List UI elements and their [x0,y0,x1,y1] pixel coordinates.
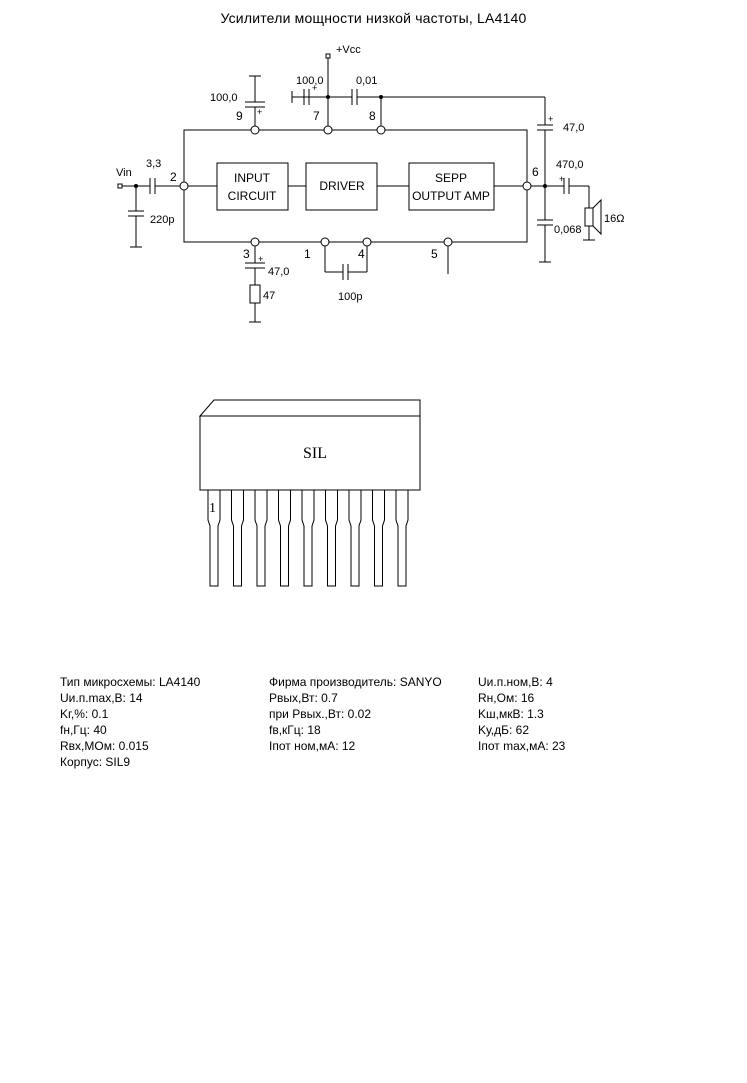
c-pin3-value: 47,0 [268,266,289,278]
spec-f-high: fв,кГц: 18 [269,723,321,737]
spec-f-low: fн,Гц: 40 [60,723,107,737]
package-pin-lead [348,490,362,587]
pin-6-node [522,181,532,191]
input-circuit-label-1: INPUT [234,171,271,185]
pin-8-node [376,125,386,135]
pin-5-label: 5 [431,247,438,261]
pin-1-node [320,237,330,247]
spec-r-in: Rвх,MOм: 0.015 [60,739,149,753]
pin-2-label: 2 [170,170,177,184]
specs-column-1: Тип микросхемы: LA4140 Uи.п.max,В: 14 Kг… [60,674,200,770]
plus-pin7: + [312,83,317,93]
package-pin-lead [207,490,221,587]
c-in-shunt-value: 220p [150,214,174,226]
spec-r-load: Rн,Ом: 16 [478,691,535,705]
vcc-label: +Vcc [336,44,361,56]
pin-9-label: 9 [236,109,243,123]
spec-thd: Kг,%: 0.1 [60,707,109,721]
spec-noise: Kш,мкВ: 1.3 [478,707,544,721]
vcc-terminal [325,53,331,59]
plus-out: + [559,174,564,184]
package-pin-lead [254,490,268,587]
package-label: SIL [303,445,327,462]
spec-package: Корпус: SIL9 [60,755,131,769]
c-zobel-value: 0,068 [554,224,582,236]
spec-p-out-at: при Pвых.,Вт: 0.02 [269,707,372,721]
pin-9-node [250,125,260,135]
pin-2-node [179,181,189,191]
package-pin-lead [231,490,244,587]
speaker-icon [584,207,594,227]
c-pin7-value: 100,0 [296,75,324,87]
c-out-value: 470,0 [556,159,584,171]
package-pin-lead [325,490,338,587]
plus-pin3: + [258,254,263,264]
spec-gain: Kу,дБ: 62 [478,723,530,737]
pin-1-label: 1 [304,247,311,261]
pin-7-label: 7 [313,109,320,123]
speaker-value: 16Ω [604,213,624,225]
pin-5-node [443,237,453,247]
vin-label: Vin [116,167,132,179]
spec-i-max: Iпот max,мА: 23 [478,739,566,753]
plus-pin6-top: + [548,114,553,124]
input-circuit-label-2: CIRCUIT [228,189,277,203]
pin-4-node [362,237,372,247]
resistor-47 [249,284,261,304]
c-pin9-value: 100,0 [210,92,238,104]
package-pin-lead [372,490,385,587]
pin-3-label: 3 [243,247,250,261]
c-in-value: 3,3 [146,158,161,170]
c-pin6-top-value: 47,0 [563,122,584,134]
c-pin1-4-value: 100p [338,291,362,303]
pin-3-node [250,237,260,247]
driver-label: DRIVER [319,179,365,193]
output-amp-label-2: OUTPUT AMP [412,189,490,203]
spec-i-nom: Iпот ном,мА: 12 [269,739,356,753]
spec-supply-nom: Uи.п.ном,В: 4 [478,675,553,689]
package-pin-lead [301,490,315,587]
pin-8-label: 8 [369,109,376,123]
package-pin1-label: 1 [209,501,216,516]
sil-package [198,399,421,491]
package-pin-lead [395,490,409,587]
spec-supply-max: Uи.п.max,В: 14 [60,691,143,705]
spec-p-out: Pвых,Вт: 0.7 [269,691,338,705]
pin-7-node [323,125,333,135]
spec-manufacturer: Фирма производитель: SANYO [269,675,442,689]
specs-column-3: Uи.п.ном,В: 4 Rн,Ом: 16 Kш,мкВ: 1.3 Kу,д… [478,674,565,754]
spec-type: Тип микросхемы: LA4140 [60,675,201,689]
pin-4-label: 4 [358,247,365,261]
page-title: Усилители мощности низкой частоты, LA414… [220,10,527,26]
package-pin-lead [278,490,291,587]
c-pin8-value: 0,01 [356,75,377,87]
plus-pin9: + [257,107,262,117]
pin-6-label: 6 [532,165,539,179]
vin-terminal [117,183,123,189]
r-pin3-value: 47 [263,290,275,302]
specs-column-2: Фирма производитель: SANYO Pвых,Вт: 0.7 … [269,674,442,754]
output-amp-label-1: SEPP [435,171,467,185]
